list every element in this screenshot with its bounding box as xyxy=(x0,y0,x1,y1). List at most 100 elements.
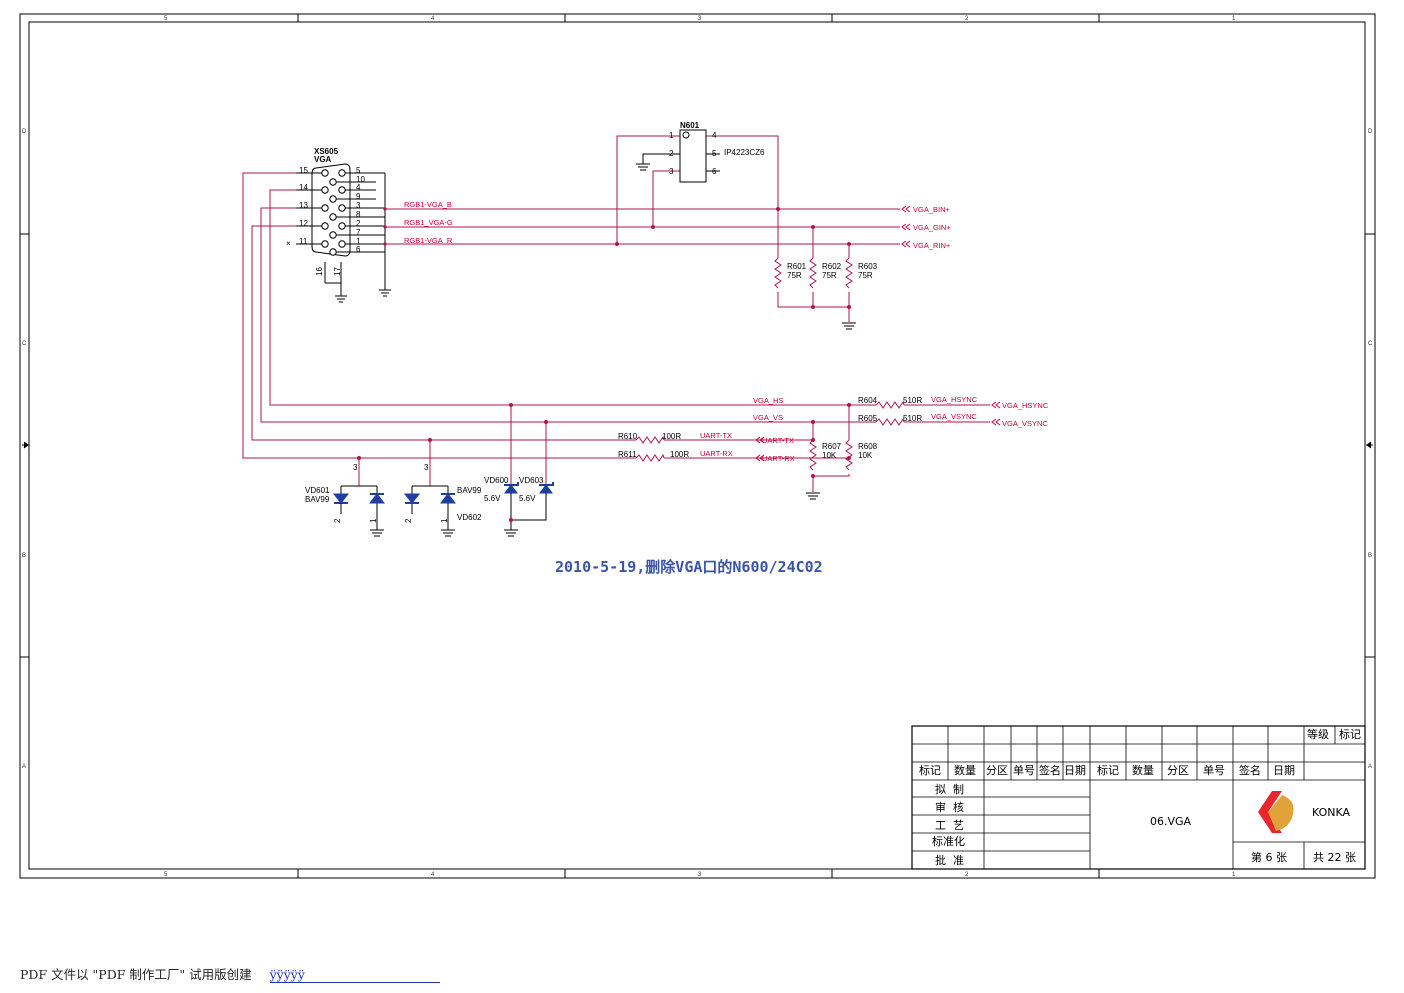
pin-label: 12 xyxy=(299,219,308,228)
termination-resistors: R601 75R R602 75R R603 75R xyxy=(774,209,878,330)
level-label: 等级 xyxy=(1307,727,1329,741)
connector-ref: XS605 xyxy=(314,147,339,156)
row-label-right: C xyxy=(1368,341,1373,347)
pin-label: 11 xyxy=(299,237,308,246)
pdf-footer: PDF 文件以 "PDF 制作工厂" 试用版创建 ÿÿÿÿÿ xyxy=(20,964,440,983)
net-label-hsync: VGA_HSYNC xyxy=(931,395,978,404)
net-label-rgb-r: RGB1-VGA_R xyxy=(404,236,453,245)
ground-icon xyxy=(504,529,518,537)
ground-icon xyxy=(806,492,820,500)
net-label-uart-rx: UART-RX xyxy=(700,449,733,458)
port-vga-vsync: VGA_VSYNC xyxy=(1002,419,1048,428)
sheet-number: 第 6 张 xyxy=(1251,850,1287,864)
series-resistors: R610 100R R611 100R UART-TX UART-RX xyxy=(618,432,795,463)
diode-pin: 3 xyxy=(353,463,358,472)
resistor-value: 510R xyxy=(903,396,922,405)
diode-value: 5.6V xyxy=(519,494,536,503)
zone-labels: 5 4 3 2 1 5 4 3 2 1 D C B A D C B A xyxy=(22,16,1373,878)
port-uart-tx: UART-TX xyxy=(762,436,794,445)
col-label-top: 2 xyxy=(965,16,969,22)
port-vga-bin: VGA_BIN+ xyxy=(913,205,951,214)
resistor-ref: R603 xyxy=(858,262,878,271)
revision-note: 2010-5-19,删除VGA口的N600/24C02 xyxy=(555,558,823,576)
vga-connector: XS605 VGA 15 14 13 12 11 xyxy=(286,147,391,303)
rev-header: 数量 xyxy=(1132,764,1154,777)
ground-icon xyxy=(636,163,650,171)
col-label-bottom: 3 xyxy=(698,872,702,878)
rgb-wires: RGB1-VGA_B RGB1_VGA-G RGB1-VGA_R xyxy=(383,135,900,246)
pin-label: 6 xyxy=(356,245,361,254)
pin-label: 9 xyxy=(356,192,361,201)
diode-value: 5.6V xyxy=(484,494,501,503)
pulldown-resistors: R607 10K R608 10K xyxy=(806,439,878,500)
resistor-ref: R601 xyxy=(787,262,807,271)
resistor-value: 100R xyxy=(670,450,689,459)
esd-diodes: 3 2 1 VD601 BAV99 3 2 1 BAV99 VD602 xyxy=(305,405,554,537)
resistor-ref: R605 xyxy=(858,414,878,423)
title-block: 等级 标记 标记 数量 分区 单号 签名 日期 标记 数量 分区 单号 签名 日… xyxy=(911,725,1366,870)
col-label-bottom: 1 xyxy=(1232,872,1236,878)
resistor-ref: R610 xyxy=(618,432,638,441)
footer-text: PDF 文件以 "PDF 制作工厂" 试用版创建 xyxy=(20,967,252,982)
row-label-right: D xyxy=(1368,129,1373,135)
diode-ref: VD603 xyxy=(519,476,544,485)
resistor-value: 10K xyxy=(822,451,837,460)
resistor-ref: R608 xyxy=(858,442,878,451)
diode-part: BAV99 xyxy=(305,495,330,504)
port-vga-rin: VGA_RIN+ xyxy=(913,241,951,250)
rev-header: 签名 xyxy=(1039,763,1061,777)
net-label-uart-tx: UART-TX xyxy=(700,431,732,440)
rev-header: 分区 xyxy=(986,764,1008,777)
sync-uart-wires: VGA_HS VGA_VS UART-TX UART-RX xyxy=(242,172,876,460)
rev-header: 单号 xyxy=(1203,764,1225,777)
ground-icon xyxy=(842,322,856,330)
ic-pin: 1 xyxy=(669,131,674,140)
diode-pin: 1 xyxy=(369,518,378,523)
row-label-left: B xyxy=(22,553,26,559)
pin-label: 15 xyxy=(299,166,308,175)
pin-label: 4 xyxy=(356,183,361,192)
drawing-title: 06.VGA xyxy=(1150,815,1192,828)
rev-header: 日期 xyxy=(1273,764,1295,777)
resistor-value: 10K xyxy=(858,451,873,460)
resistor-ref: R611 xyxy=(618,450,637,459)
resistor-value: 75R xyxy=(858,271,873,280)
role-label: 审 核 xyxy=(935,800,964,814)
resistor-ref: R602 xyxy=(822,262,842,271)
row-label-left: A xyxy=(22,764,26,770)
col-label-top: 5 xyxy=(164,16,168,22)
company-name: KONKA xyxy=(1312,806,1351,819)
ic-ref: N601 xyxy=(680,121,700,130)
diode-pin: 1 xyxy=(440,518,449,523)
pin-label: 13 xyxy=(299,201,308,210)
resistor-value: 75R xyxy=(822,271,837,280)
diode-part: BAV99 xyxy=(457,486,482,495)
diode-ref: VD600 xyxy=(484,476,509,485)
connector-type: VGA xyxy=(314,155,332,164)
rev-header: 日期 xyxy=(1064,764,1086,777)
pin-label: 16 xyxy=(315,267,324,276)
col-label-bottom: 2 xyxy=(965,872,969,878)
diode-pin: 3 xyxy=(424,463,429,472)
role-label: 批 准 xyxy=(935,853,964,867)
rev-header: 标记 xyxy=(919,763,941,777)
konka-logo xyxy=(1258,791,1294,833)
diode-ref: VD601 xyxy=(305,486,330,495)
port-uart-rx: UART-RX xyxy=(762,454,795,463)
net-label-vsync: VGA_VSYNC xyxy=(931,412,977,421)
ic-pin: 4 xyxy=(712,131,717,140)
pin-label: 10 xyxy=(356,175,365,184)
resistor-value: 100R xyxy=(662,432,681,441)
pin-label: 3 xyxy=(356,201,361,210)
port-vga-hsync: VGA_HSYNC xyxy=(1002,401,1049,410)
col-label-top: 1 xyxy=(1232,16,1236,22)
no-connect-mark: × xyxy=(286,239,291,248)
diode-ref: VD602 xyxy=(457,513,482,522)
resistor-ref: R604 xyxy=(858,396,878,405)
footer-link[interactable]: ÿÿÿÿÿ xyxy=(269,967,440,983)
ic-part: IP4223CZ6 xyxy=(724,148,765,157)
sheet-total: 共 22 张 xyxy=(1313,851,1356,864)
net-label-rgb-b: RGB1-VGA_B xyxy=(404,200,452,209)
row-label-left: C xyxy=(22,341,27,347)
